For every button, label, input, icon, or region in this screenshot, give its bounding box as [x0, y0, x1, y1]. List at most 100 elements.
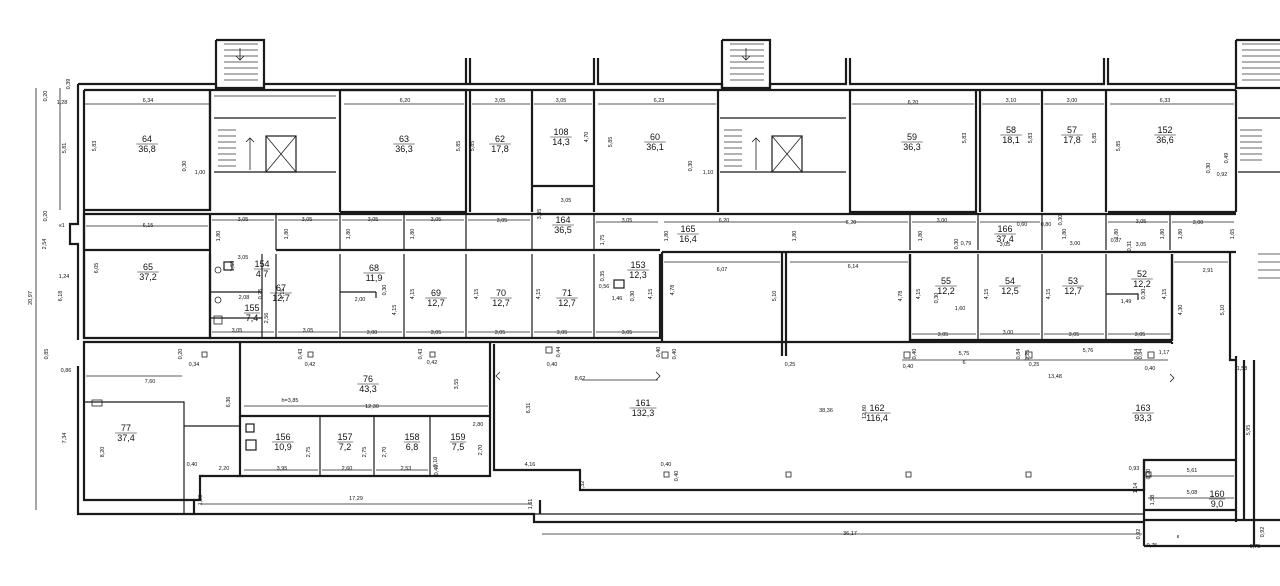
- room-area: 7,2: [339, 442, 352, 452]
- dimension-label: 0,44: [556, 347, 562, 358]
- dimension-label: 3,00: [937, 218, 948, 224]
- room-area: 93,3: [1134, 413, 1152, 423]
- dimension-label: 3,05: [302, 217, 313, 223]
- room-number: 52: [1137, 269, 1147, 279]
- dimension-label: 2,75: [306, 447, 312, 458]
- room-area: 7,4: [246, 313, 259, 323]
- dimension-label: 7,60: [145, 379, 156, 385]
- dimension-label: 1,80: [284, 229, 290, 240]
- room-area: 36,3: [395, 144, 413, 154]
- dimension-label: 0,40: [187, 462, 198, 468]
- room-number: 68: [369, 263, 379, 273]
- room-number: 154: [254, 259, 269, 269]
- dimension-label: 3,05: [1069, 332, 1080, 338]
- dimension-label: 4,15: [916, 289, 922, 300]
- dimension-label: 5,75: [959, 351, 970, 357]
- room-number: 65: [143, 262, 153, 272]
- room-number: 158: [404, 432, 419, 442]
- dimension-label: 3,05: [495, 330, 506, 336]
- dimension-label: 6,23: [654, 98, 665, 104]
- room-area: 11,9: [366, 273, 383, 283]
- dimension-label: 5,85: [470, 141, 476, 152]
- dimension-label: 1,80: [346, 229, 352, 240]
- dimension-label: 0,30: [630, 291, 636, 302]
- dimension-label: 0,84: [1016, 349, 1022, 360]
- dimension-label: 3,05: [232, 328, 243, 334]
- dimension-label: 0,34: [189, 362, 200, 368]
- dimension-label: 3,00: [1193, 220, 1204, 226]
- room-number: 166: [997, 224, 1012, 234]
- dimension-label: 5,83: [92, 141, 98, 152]
- dimension-label: 0,79: [961, 241, 972, 247]
- dimension-label: 2,91: [1203, 268, 1214, 274]
- dimension-label: 3,05: [238, 217, 249, 223]
- room-number: 63: [399, 134, 409, 144]
- dimension-label: 2,54: [42, 239, 48, 250]
- dimension-label: 2,80: [473, 422, 484, 428]
- dimension-label: 6,33: [1160, 98, 1171, 104]
- dimension-label: 4,78: [670, 285, 676, 296]
- dimension-label: 2,70: [382, 447, 388, 458]
- room-number: 159: [450, 432, 465, 442]
- dimension-label: 6,20: [846, 220, 857, 226]
- room-number: 58: [1006, 125, 1016, 135]
- dimension-label: 1,80: [216, 231, 222, 242]
- room-number: 71: [562, 288, 572, 298]
- dimension-label: 0,40: [912, 349, 918, 360]
- dimension-label: 6,18: [58, 291, 64, 302]
- dimension-label: 0,40: [434, 465, 440, 476]
- room-area: 36,1: [646, 142, 664, 152]
- walls: [68, 38, 1280, 548]
- dimension-label: 6,20: [908, 100, 919, 106]
- room-area: 16,4: [679, 234, 697, 244]
- room-number: 162: [869, 403, 884, 413]
- dimension-label: 1,46: [612, 296, 623, 302]
- room-area: 36,6: [1156, 135, 1174, 145]
- dimension-label: 3,05: [1136, 242, 1147, 248]
- room-number: 163: [1135, 403, 1150, 413]
- dimension-label: 1,61: [528, 499, 534, 510]
- dimension-label: 0,86: [61, 368, 72, 374]
- dimension-label: 4,15: [536, 289, 542, 300]
- dimension-label: 3,10: [1006, 98, 1017, 104]
- dimension-label: к: [1177, 534, 1180, 540]
- room-number: 70: [496, 288, 506, 298]
- dimension-label: 3,05: [622, 330, 633, 336]
- dimension-label: 1,80: [1062, 229, 1068, 240]
- dimension-label: 1,14: [1133, 483, 1139, 494]
- room-number: 164: [555, 215, 570, 225]
- dimension-label: 0,40: [1145, 366, 1156, 372]
- dimension-label: 4,15: [392, 305, 398, 316]
- dimension-label: 0,30: [688, 161, 694, 172]
- dimension-label: 6,05: [94, 263, 100, 274]
- dimension-label: 4,15: [1162, 289, 1168, 300]
- room-number: 53: [1068, 276, 1078, 286]
- dimension-label: 0,75: [1250, 544, 1261, 550]
- dimension-label: 3,05: [238, 255, 249, 261]
- dimension-label: 1,80: [1178, 229, 1184, 240]
- dimension-label: 0,92: [1217, 172, 1228, 178]
- dimension-label: 2,56: [264, 313, 270, 324]
- room-area: 116,4: [866, 413, 888, 423]
- dimension-label: 5,83: [1028, 133, 1034, 144]
- dimension-label: 12,30: [365, 404, 379, 410]
- room-area: 14,3: [552, 137, 570, 147]
- dimension-label: 6,07: [717, 267, 728, 273]
- dimension-label: 0,92: [1136, 529, 1142, 540]
- dimension-label: 0,93: [1129, 466, 1140, 472]
- room-number: 155: [244, 303, 259, 313]
- dimension-label: 3,05: [556, 98, 567, 104]
- dimension-label: 3,05: [1136, 219, 1147, 225]
- dimension-label: 6,34: [143, 98, 154, 104]
- dimension-label: 4,15: [410, 289, 416, 300]
- details: [35, 43, 1280, 535]
- dimension-label: 0,30: [382, 285, 388, 296]
- room-number: 55: [941, 276, 951, 286]
- dimension-label: 3,05: [622, 218, 633, 224]
- dimension-label: 1,24: [59, 274, 70, 280]
- room-number: 156: [275, 432, 290, 442]
- dimension-label: 13,48: [1048, 374, 1062, 380]
- room-area: 12,7: [1064, 286, 1082, 296]
- dimension-label: 0,31: [1127, 241, 1133, 252]
